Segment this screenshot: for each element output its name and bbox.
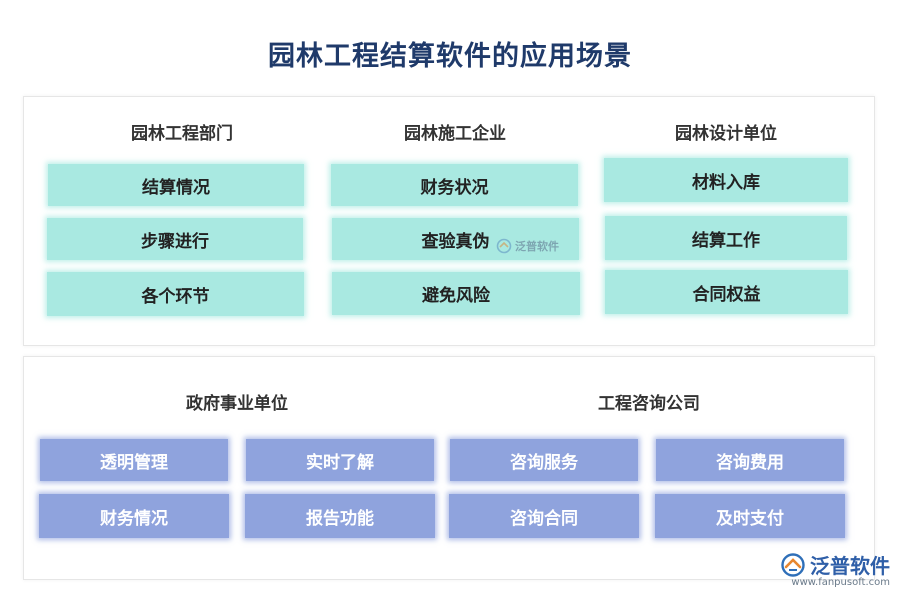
scenario-box: 咨询服务 <box>450 439 638 481</box>
scenario-box: 实时了解 <box>246 439 434 481</box>
watermark-text: 泛普软件 <box>515 240 559 253</box>
scenario-box: 咨询合同 <box>449 494 639 538</box>
column-heading-landscape-engineering-dept: 园林工程部门 <box>131 124 233 144</box>
scenario-box: 及时支付 <box>655 494 845 538</box>
scenario-box: 结算工作 <box>605 216 847 260</box>
scenario-box: 合同权益 <box>605 270 848 314</box>
scenario-box: 材料入库 <box>604 158 848 202</box>
column-heading-landscape-construction-company: 园林施工企业 <box>404 124 506 144</box>
scenario-box: 报告功能 <box>245 494 435 538</box>
brand-logo-icon <box>781 552 805 577</box>
scenario-box: 查验真伪 <box>332 218 579 260</box>
scenario-box: 透明管理 <box>40 439 228 481</box>
group-heading-government-unit: 政府事业单位 <box>186 394 288 414</box>
scenario-box: 各个环节 <box>47 272 304 316</box>
watermark-logo-icon <box>496 238 512 254</box>
brand-logo-text: 泛普软件 <box>810 554 890 578</box>
scenario-box: 咨询费用 <box>656 439 844 481</box>
scenario-box: 结算情况 <box>48 164 304 206</box>
brand-url: www.fanpusoft.com <box>791 577 890 588</box>
scenario-box: 步骤进行 <box>47 218 303 260</box>
column-heading-landscape-design-unit: 园林设计单位 <box>675 124 777 144</box>
page-title: 园林工程结算软件的应用场景 <box>268 41 632 72</box>
group-heading-consulting-company: 工程咨询公司 <box>598 394 700 414</box>
scenario-box: 财务情况 <box>39 494 229 538</box>
scenario-box: 财务状况 <box>331 164 578 206</box>
watermark: 泛普软件 <box>496 238 559 254</box>
brand-logo: 泛普软件 www.fanpusoft.com <box>780 550 890 588</box>
scenario-box: 避免风险 <box>332 272 580 315</box>
